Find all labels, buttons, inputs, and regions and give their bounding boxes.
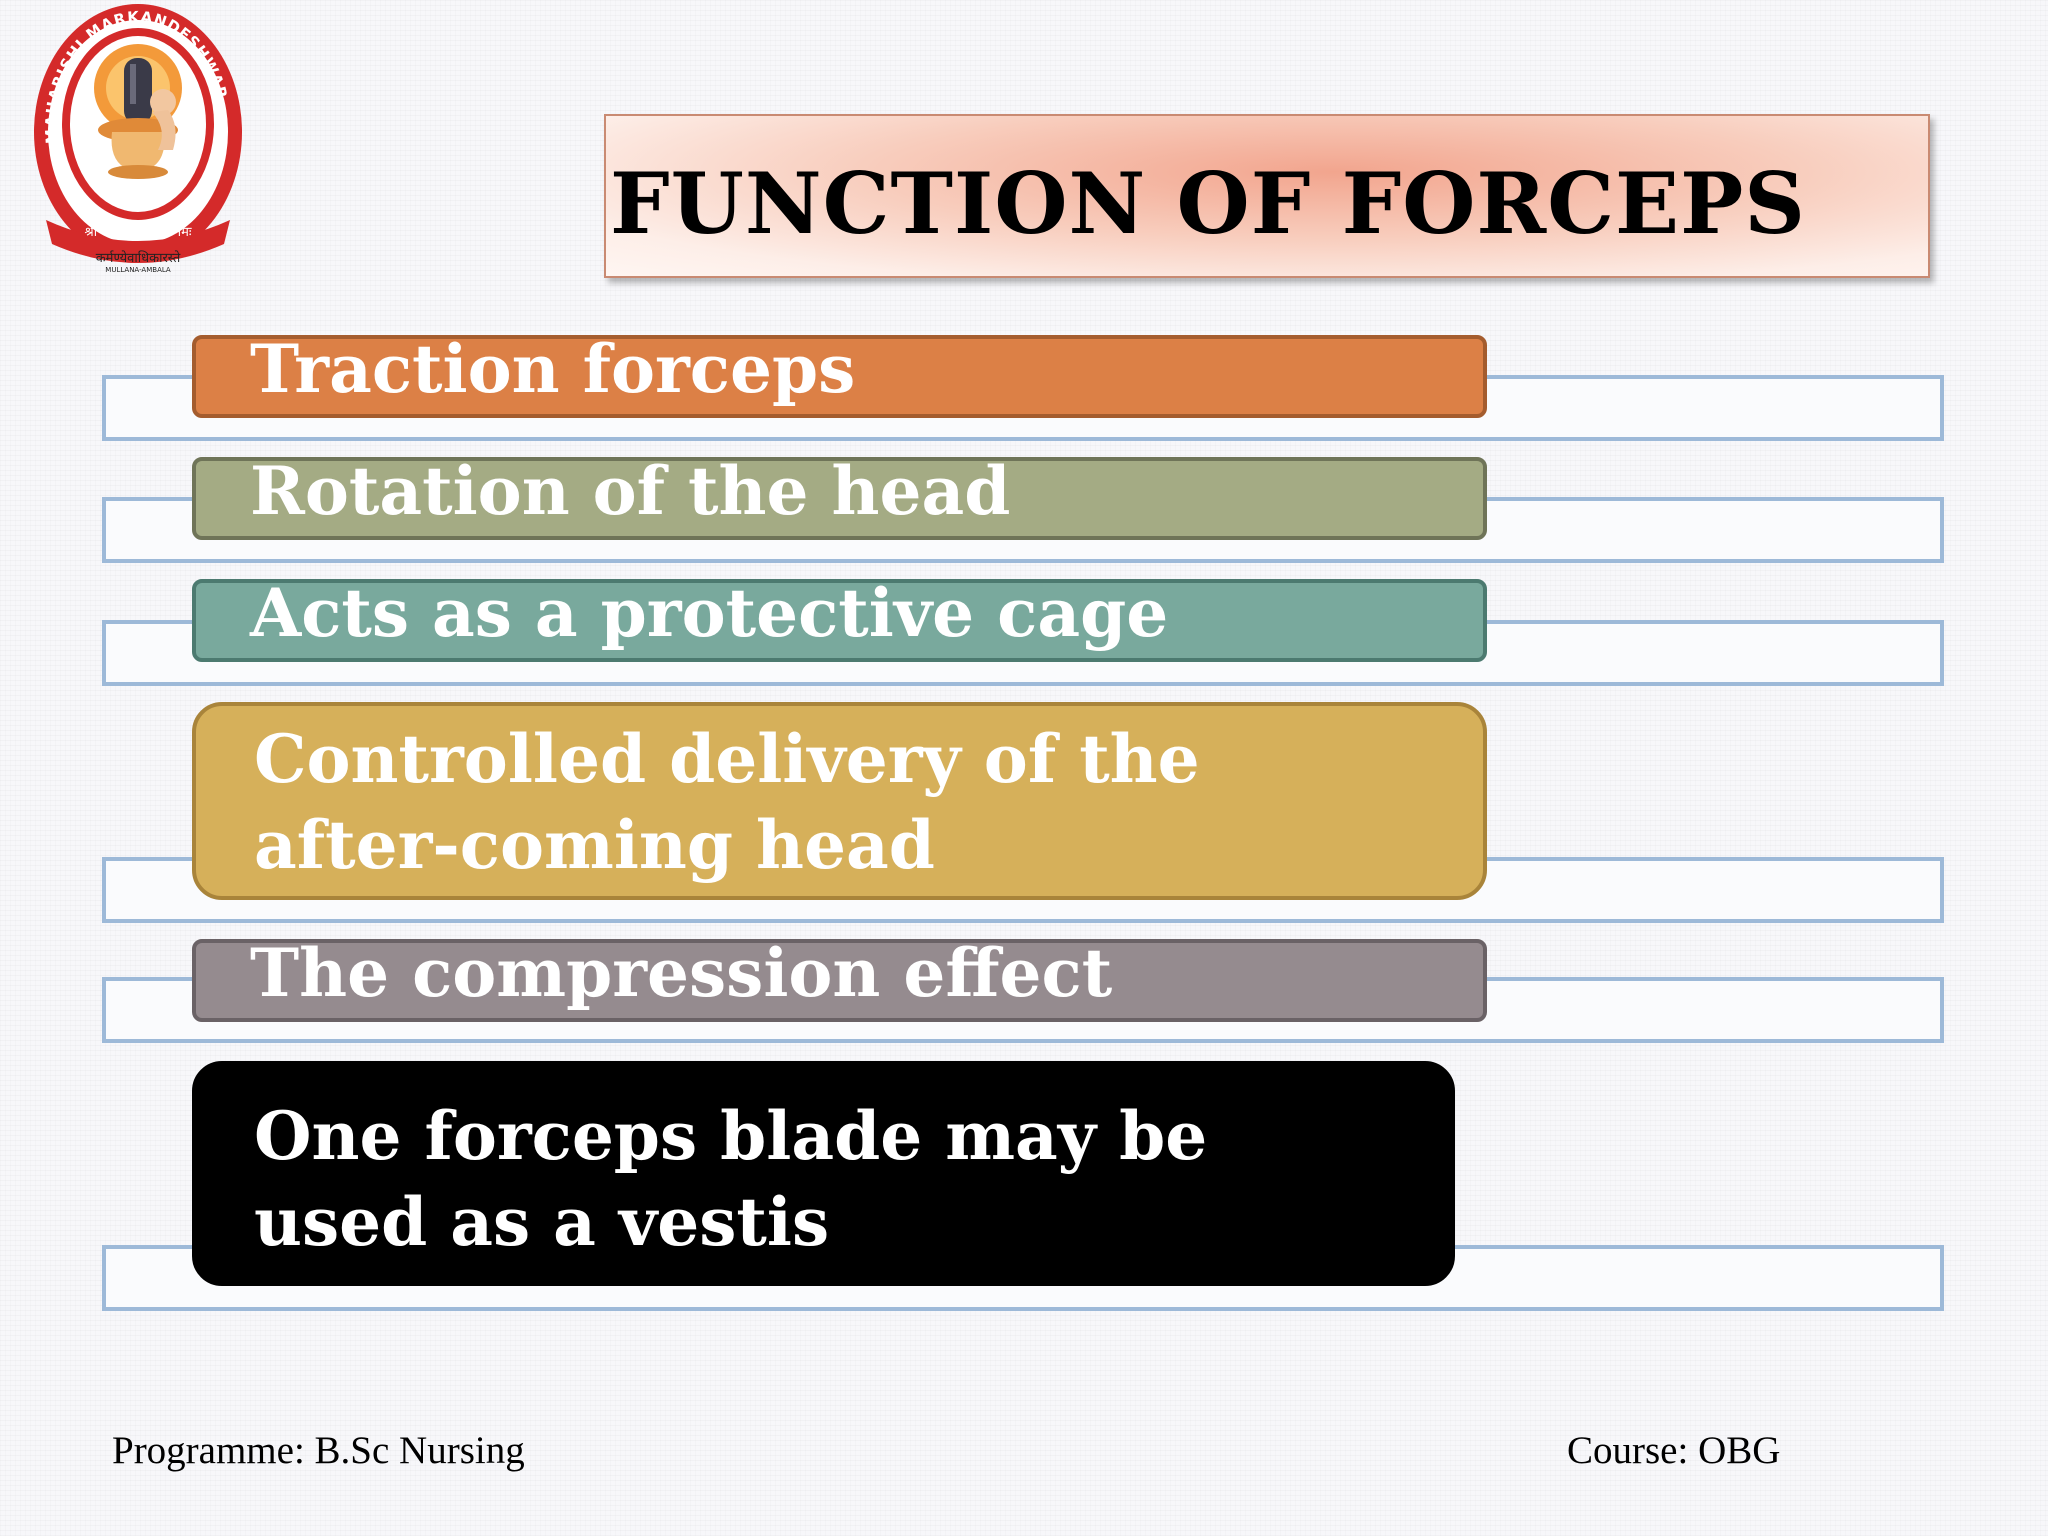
university-logo: MAHARISHI MARKANDESHWAR श्री मारकण्डेश्व… bbox=[28, 0, 248, 275]
function-item-label-line: Controlled delivery of the bbox=[254, 720, 1200, 798]
function-item-label: Traction forceps bbox=[250, 335, 856, 408]
function-item-label: Acts as a protective cage bbox=[250, 579, 1169, 652]
function-item-controlled-delivery: Controlled delivery of the after-coming … bbox=[192, 702, 1487, 900]
logo-place: MULLANA-AMBALA bbox=[105, 266, 171, 274]
slide-title: FUNCTION OF FORCEPS bbox=[610, 154, 1806, 253]
title-box: FUNCTION OF FORCEPS bbox=[604, 114, 1930, 278]
function-item-rotation: Rotation of the head bbox=[192, 457, 1487, 540]
function-item-traction: Traction forceps bbox=[192, 335, 1487, 418]
function-item-vestis: One forceps blade may be used as a vesti… bbox=[192, 1061, 1455, 1286]
footer-programme: Programme: B.Sc Nursing bbox=[112, 1429, 525, 1472]
shivling-icon bbox=[94, 44, 182, 179]
function-item-label: Rotation of the head bbox=[250, 457, 1011, 530]
footer-course: Course: OBG bbox=[1567, 1429, 1781, 1472]
function-item-compression: The compression effect bbox=[192, 939, 1487, 1022]
function-item-label: The compression effect bbox=[250, 939, 1113, 1012]
function-item-label-line: after-coming head bbox=[254, 806, 935, 884]
function-item-label-line: One forceps blade may be bbox=[254, 1097, 1208, 1175]
logo-motto: श्री मारकण्डेश्वराय नमः bbox=[85, 224, 192, 240]
logo-tagline: कर्मण्येवाधिकारस्ते bbox=[96, 250, 181, 266]
function-item-protective-cage: Acts as a protective cage bbox=[192, 579, 1487, 662]
function-item-label-line: used as a vestis bbox=[254, 1183, 830, 1261]
